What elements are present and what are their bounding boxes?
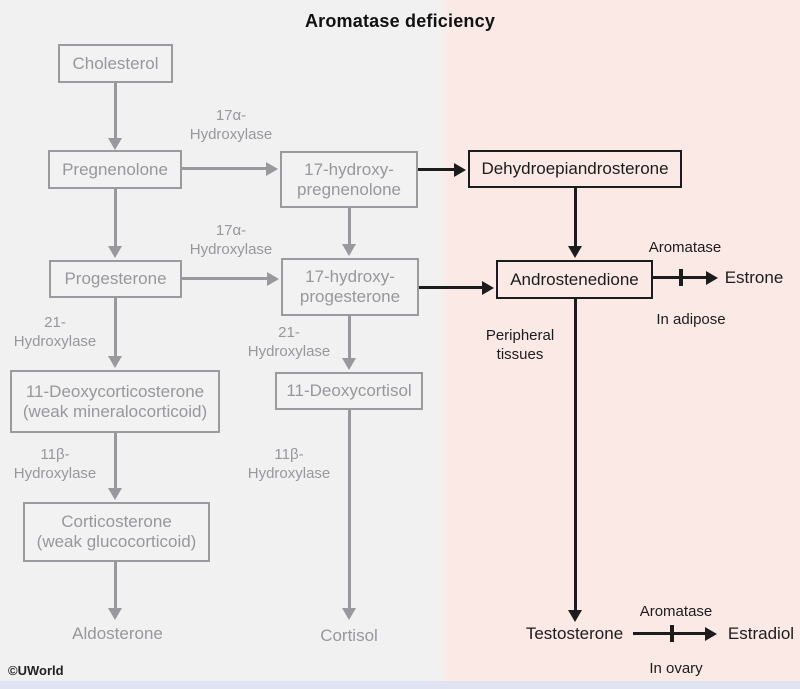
enzyme-label: Hydroxylase — [189, 126, 273, 143]
node-label: 11-Deoxycorticosterone — [25, 381, 205, 401]
highlight-region — [438, 0, 800, 682]
node-label: Dehydroepiandrosterone — [481, 159, 669, 178]
node-androstenedione: Androstenedione — [496, 260, 653, 299]
footer-bar — [0, 681, 800, 689]
enzyme-label: 17α- — [215, 107, 247, 124]
enzyme-label: Hydroxylase — [247, 465, 331, 482]
node-label: 11-Deoxycortisol — [286, 381, 412, 400]
node-label: 17-hydroxy- — [305, 267, 395, 286]
node-label: Pregnenolone — [62, 159, 168, 179]
node-label: Progesterone — [64, 269, 167, 288]
enzyme-17a-hydroxylase-upper: 17α- Hydroxylase — [185, 106, 277, 144]
node-label: Cholesterol — [72, 53, 159, 73]
node-estrone: Estrone — [724, 268, 784, 287]
enzyme-label: Hydroxylase — [189, 241, 273, 258]
node-label: Corticosterone — [61, 512, 172, 531]
node-dehydroepiandrosterone: Dehydroepiandrosterone — [468, 150, 682, 188]
annotation-label: Peripheral — [485, 327, 555, 344]
enzyme-aromatase-lower: Aromatase — [639, 603, 713, 620]
enzyme-aromatase-upper: Aromatase — [648, 239, 722, 256]
node-17-hydroxypregnenolone: 17-hydroxy- pregnenolone — [280, 151, 418, 208]
node-corticosterone: Corticosterone (weak glucocorticoid) — [23, 502, 210, 562]
enzyme-label: 11β- — [274, 446, 304, 463]
annotation-label: tissues — [496, 346, 544, 363]
annotation-in-ovary: In ovary — [649, 660, 703, 677]
node-label: (weak glucocorticoid) — [36, 532, 197, 551]
enzyme-label: Hydroxylase — [13, 333, 97, 350]
node-label: pregnenolone — [297, 179, 401, 199]
diagram-title: Aromatase deficiency — [304, 11, 496, 31]
enzyme-11b-hydroxylase-left: 11β- Hydroxylase — [9, 445, 101, 483]
annotation-in-adipose: In adipose — [656, 311, 726, 328]
enzyme-21-hydroxylase-left: 21- Hydroxylase — [9, 313, 101, 351]
enzyme-label: 11β- — [40, 446, 70, 463]
node-estradiol: Estradiol — [727, 624, 795, 643]
node-label: 17-hydroxy- — [304, 159, 394, 179]
enzyme-label: 21- — [44, 314, 66, 331]
annotation-peripheral-tissues: Peripheral tissues — [477, 326, 563, 364]
uworld-watermark: ©UWorld — [8, 663, 64, 678]
node-testosterone: Testosterone — [525, 624, 624, 643]
node-cortisol: Cortisol — [320, 626, 378, 645]
node-label: Androstenedione — [510, 269, 639, 289]
node-aldosterone: Aldosterone — [72, 624, 163, 643]
node-label: (weak mineralocorticoid) — [22, 401, 208, 421]
enzyme-17a-hydroxylase-lower: 17α- Hydroxylase — [185, 221, 277, 259]
aromatase-block-icon — [679, 269, 683, 286]
node-11-deoxycortisol: 11-Deoxycortisol — [275, 372, 423, 410]
node-17-hydroxyprogesterone: 17-hydroxy- progesterone — [281, 258, 419, 316]
enzyme-label: Hydroxylase — [247, 343, 331, 360]
node-11-deoxycorticosterone: 11-Deoxycorticosterone (weak mineralocor… — [10, 370, 220, 433]
node-cholesterol: Cholesterol — [58, 44, 173, 83]
enzyme-11b-hydroxylase-middle: 11β- Hydroxylase — [243, 445, 335, 483]
enzyme-21-hydroxylase-middle: 21- Hydroxylase — [243, 323, 335, 361]
enzyme-label: 21- — [278, 324, 300, 341]
enzyme-label: Hydroxylase — [13, 465, 97, 482]
aromatase-block-icon — [670, 625, 674, 642]
enzyme-label: 17α- — [215, 222, 247, 239]
node-pregnenolone: Pregnenolone — [48, 150, 182, 189]
node-label: progesterone — [299, 287, 401, 306]
node-progesterone: Progesterone — [49, 260, 182, 298]
